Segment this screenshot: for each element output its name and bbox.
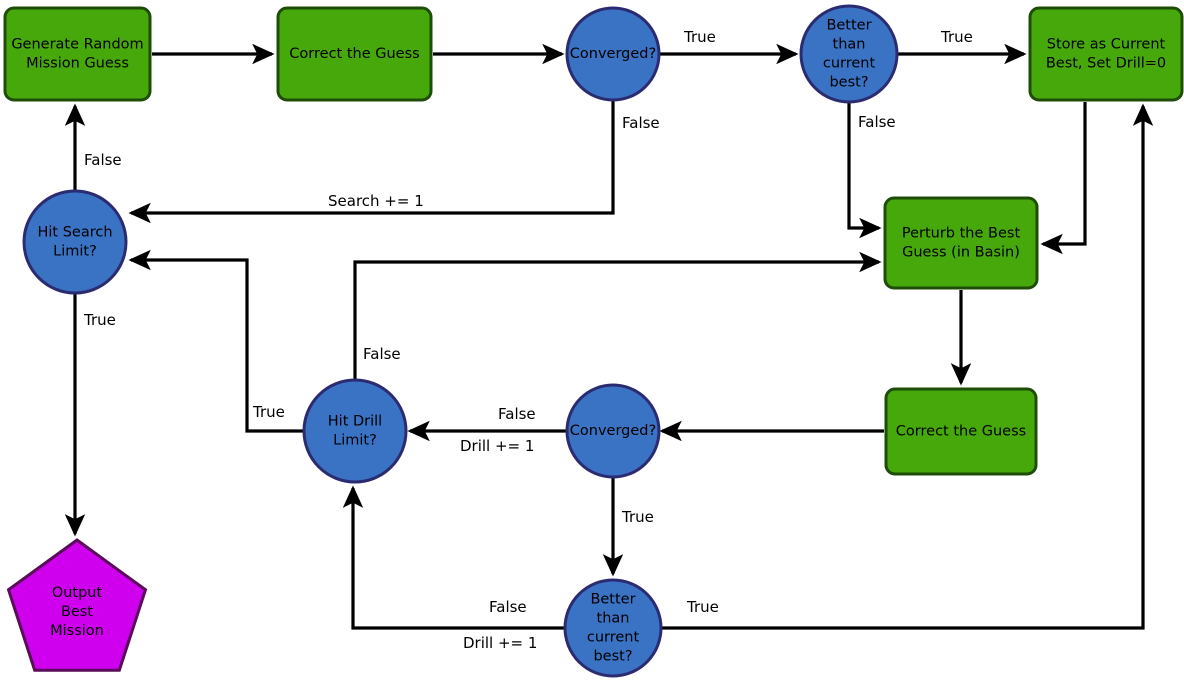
edge-label-search-increment: Search += 1 <box>328 192 424 210</box>
process-shape <box>1028 6 1184 102</box>
edge-converged-top-false <box>128 101 615 224</box>
edge-label2-converged-bottom-false: Drill += 1 <box>460 437 534 455</box>
edge-better-bottom-true <box>661 103 1154 630</box>
edge-label-converged-top-false: False <box>622 114 660 132</box>
node-converged-top[interactable]: Converged? <box>565 6 661 102</box>
edge-label-better-bottom-false: False <box>489 598 527 616</box>
terminal-shape <box>6 538 148 672</box>
decision-shape <box>565 6 661 102</box>
process-shape <box>883 196 1039 290</box>
process-shape <box>884 387 1038 476</box>
edge-label-hit-search-limit-false: False <box>84 151 122 169</box>
edge-label-hit-drill-limit-false: False <box>363 345 401 363</box>
edge-label-hit-search-limit-true: True <box>83 311 116 329</box>
edge-label-converged-top-true: True <box>683 28 716 46</box>
node-correct-the-guess-top[interactable]: Correct the Guess <box>276 6 433 102</box>
edge-better-top-false <box>847 103 882 239</box>
edge-better-bottom-false <box>342 485 566 630</box>
edge-label-converged-bottom-true: True <box>621 508 654 526</box>
decision-shape <box>302 378 408 484</box>
node-correct-the-guess-bottom[interactable]: Correct the Guess <box>884 387 1038 476</box>
edge-store-to-perturb <box>1040 102 1087 255</box>
decision-shape <box>22 189 128 295</box>
edge-hit-drill-limit-false <box>353 251 882 380</box>
edge-label-hit-drill-limit-true: True <box>252 403 285 421</box>
edge-hit-drill-limit-true <box>128 249 303 433</box>
edge-label-converged-bottom-false: False <box>498 405 536 423</box>
decision-shape <box>799 4 899 104</box>
edge-label-better-top-false: False <box>858 113 896 131</box>
edges-layer <box>64 43 1154 630</box>
node-converged-bottom[interactable]: Converged? <box>565 383 661 479</box>
decision-shape <box>563 578 663 678</box>
process-shape <box>3 6 152 102</box>
decision-shape <box>565 383 661 479</box>
edge-label2-better-bottom-false: Drill += 1 <box>463 634 537 652</box>
process-shape <box>276 6 433 102</box>
edge-label-better-top-true: True <box>940 28 973 46</box>
edge-label-better-bottom-true: True <box>686 598 719 616</box>
